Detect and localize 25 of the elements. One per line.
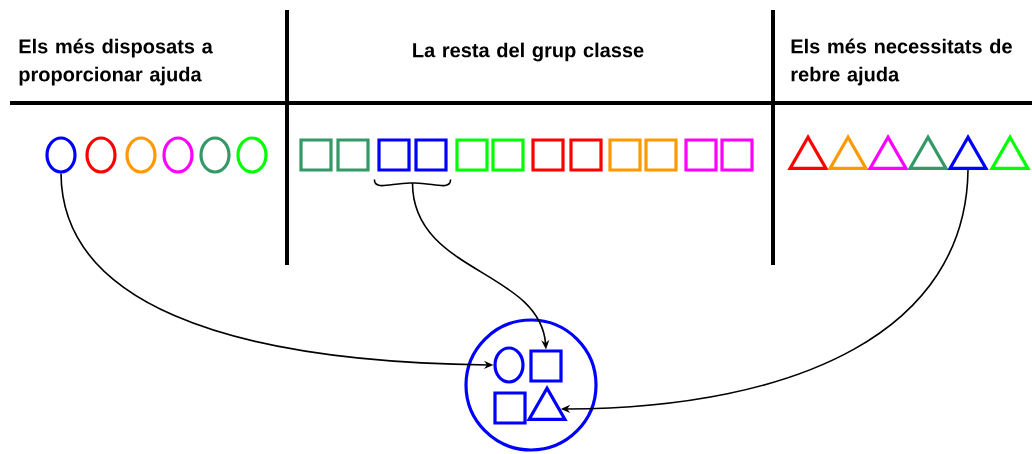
square-symbol	[455, 138, 489, 172]
square-symbol	[608, 138, 642, 172]
circle-symbol	[85, 136, 117, 174]
square-symbol	[414, 138, 448, 172]
square-symbol	[377, 138, 411, 172]
column-header: Els més disposats a proporcionar ajuda	[19, 38, 213, 86]
square-symbol	[720, 138, 754, 172]
square-symbol	[493, 391, 527, 425]
square-symbol	[491, 138, 525, 172]
circle-symbol	[199, 136, 231, 174]
square-symbol	[336, 138, 370, 172]
square-symbol	[299, 138, 333, 172]
circle-symbol	[125, 136, 157, 174]
circle-symbol	[236, 136, 268, 174]
column-header: La resta del grup classe	[413, 42, 644, 62]
circle-symbol	[45, 136, 77, 174]
square-symbol	[529, 349, 563, 383]
group-circle	[464, 318, 598, 452]
square-symbol	[569, 138, 603, 172]
square-symbol	[684, 138, 718, 172]
column-header: Els més necessitats de rebre ajuda	[791, 38, 1012, 86]
square-symbol	[644, 138, 678, 172]
circle-symbol	[162, 136, 194, 174]
square-symbol	[531, 138, 565, 172]
circle-symbol	[493, 346, 525, 384]
